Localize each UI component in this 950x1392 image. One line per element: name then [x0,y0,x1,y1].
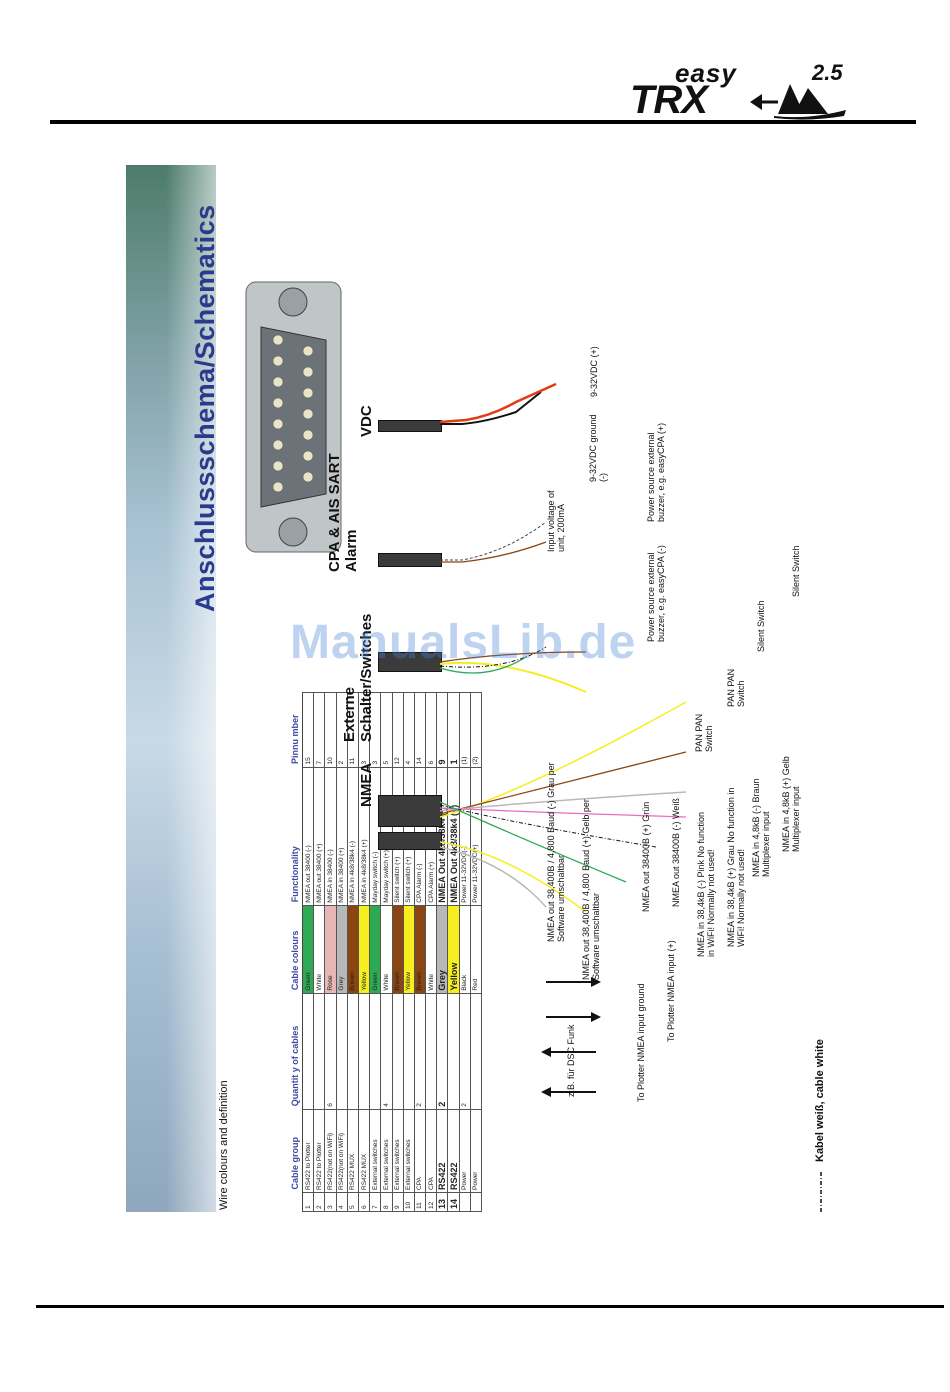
plotter-input-label: To Plotter NMEA input (+) [666,940,676,1042]
dsc-label: z.B. für DSC Funk [566,1024,576,1097]
header-rule [50,120,916,124]
cpa-power-bottom-label: Power source external buzzer, e.g. easyC… [646,545,666,642]
easytrx-logo: easy 2.5 TRX [630,58,860,122]
panpan-switch-label: PAN PAN Switch [694,713,714,752]
nmea-grau-label: NMEA out 38,400B / 4,800 Baud (-) Grau p… [546,762,566,942]
logo-trx-text: TRX [630,78,708,122]
logo-easy-text: easy [675,58,737,88]
logo-version-text: 2.5 [812,60,843,85]
sailboat-icon [750,84,846,120]
cpa-power-top-label: Power source external buzzer, e.g. easyC… [646,422,666,522]
schematic-panel: Anschlussschema/Schematics Wire colours … [126,165,936,1212]
cpa-input-label: Input voltage of unit, 200mA [546,490,566,552]
db15-connector-image [245,281,342,553]
nmea-gelb2-label: NMEA in 4,8kB (+) Gelb Multiplexer input [781,756,801,852]
legend-label: Kabel weiß, cable white [814,1039,826,1162]
nmea-gruen-label: NMEA out 38400B (+) Grün [641,801,651,912]
silent-switch-label: Silent Switch [756,600,766,652]
vdc-ground-label: 9-32VDC ground (-) [588,414,608,482]
plotter-ground-label: To Plotter NMEA input ground [636,983,646,1102]
silent-switch-label-2: Silent Switch [791,545,801,597]
nmea-grau2-label: NMEA in 38,4kB (+) Grau No function in W… [726,787,746,947]
wire-drawing [439,382,822,1212]
panpan-switch-label-2: PAN PAN Switch [726,668,746,707]
nmea-pink-label: NMEA in 38,4kB (-) Pink No function in W… [696,811,716,957]
nmea-braun-label: NMEA in 4,8kB (-) Braun Multiplexer inpu… [751,778,771,877]
rotated-diagram: Anschlussschema/Schematics Wire colours … [126,165,936,1212]
nmea-weiss-label: NMEA out 38400B (-) Weiß [671,798,681,907]
vdc-plus-label: 9-32VDC (+) [589,346,599,397]
nmea-gelb-label: NMEA out 38,400B / 4,800 Baud (+) Gelb p… [581,799,601,980]
footer-rule [36,1305,944,1308]
watermark-text: ManualsLib.de [290,616,637,669]
